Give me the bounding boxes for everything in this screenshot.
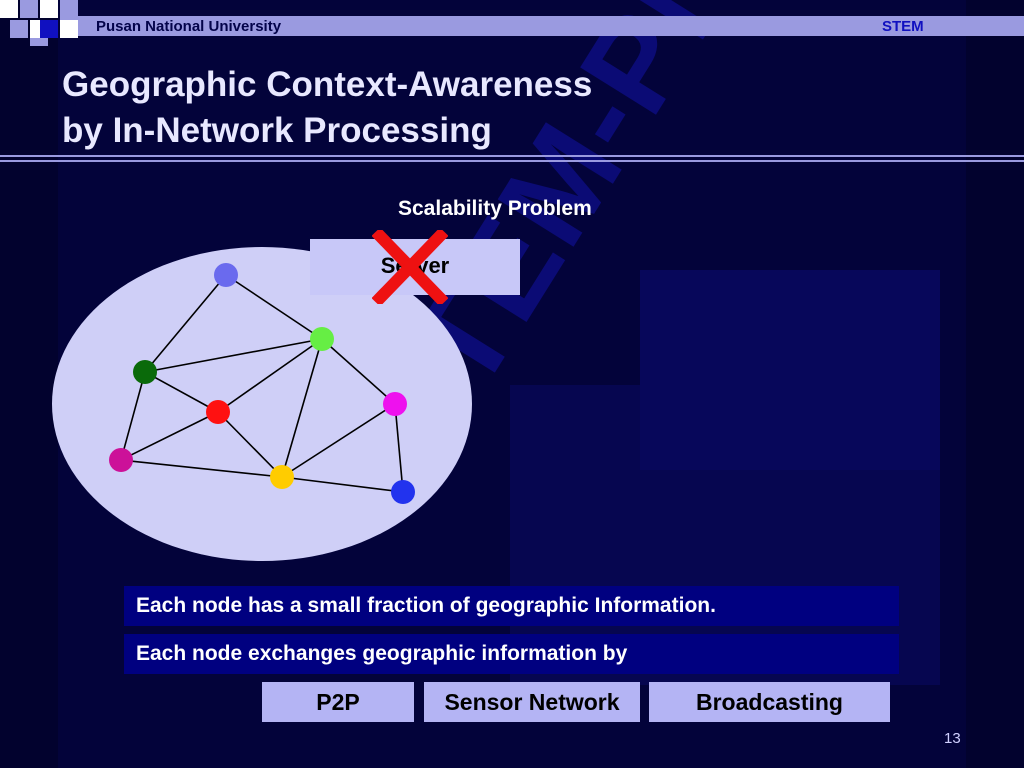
network-region <box>52 247 472 561</box>
network-edges <box>120 274 404 493</box>
network-edge <box>217 411 283 478</box>
slide-title: Geographic Context-Awareness by In-Netwo… <box>62 62 962 154</box>
network-edge <box>217 338 323 413</box>
network-edge <box>144 274 227 373</box>
network-edge <box>120 371 146 461</box>
network-edge <box>321 338 396 405</box>
network-edge <box>281 338 323 478</box>
network-node <box>270 465 294 489</box>
network-edge <box>120 459 283 478</box>
diagram-heading: Scalability Problem <box>398 197 592 220</box>
network-edge <box>394 403 404 493</box>
title-divider <box>0 160 1024 162</box>
network-node <box>109 448 133 472</box>
info-bar-fraction: Each node has a small fraction of geogra… <box>124 586 899 626</box>
method-sensor-network: Sensor Network <box>424 682 640 722</box>
network-node <box>206 400 230 424</box>
header-bar <box>60 16 1024 36</box>
network-node <box>133 360 157 384</box>
checker-logo-icon <box>0 0 80 46</box>
title-divider <box>0 155 1024 157</box>
method-broadcasting: Broadcasting <box>649 682 890 722</box>
network-nodes <box>109 263 415 504</box>
info-bar-exchange: Each node exchanges geographic informati… <box>124 634 899 674</box>
network-edge <box>144 338 323 373</box>
method-p2p: P2P <box>262 682 414 722</box>
cross-mark-icon <box>372 230 448 304</box>
title-line-1: Geographic Context-Awareness <box>62 65 593 104</box>
network-edge <box>120 411 219 461</box>
network-edge <box>281 403 396 478</box>
background-shade-right <box>966 0 1024 768</box>
university-name: Pusan National University <box>96 18 282 35</box>
network-node <box>391 480 415 504</box>
network-edge <box>281 476 404 493</box>
network-node <box>310 327 334 351</box>
network-edge <box>225 274 323 340</box>
network-node <box>214 263 238 287</box>
page-number: 13 <box>944 730 961 747</box>
network-node <box>383 392 407 416</box>
network-edge <box>144 371 219 413</box>
title-line-2: by In-Network Processing <box>62 111 492 150</box>
background-shade-left <box>0 0 58 768</box>
background-shade-block <box>640 270 940 470</box>
header-tag: STEM <box>882 18 924 35</box>
